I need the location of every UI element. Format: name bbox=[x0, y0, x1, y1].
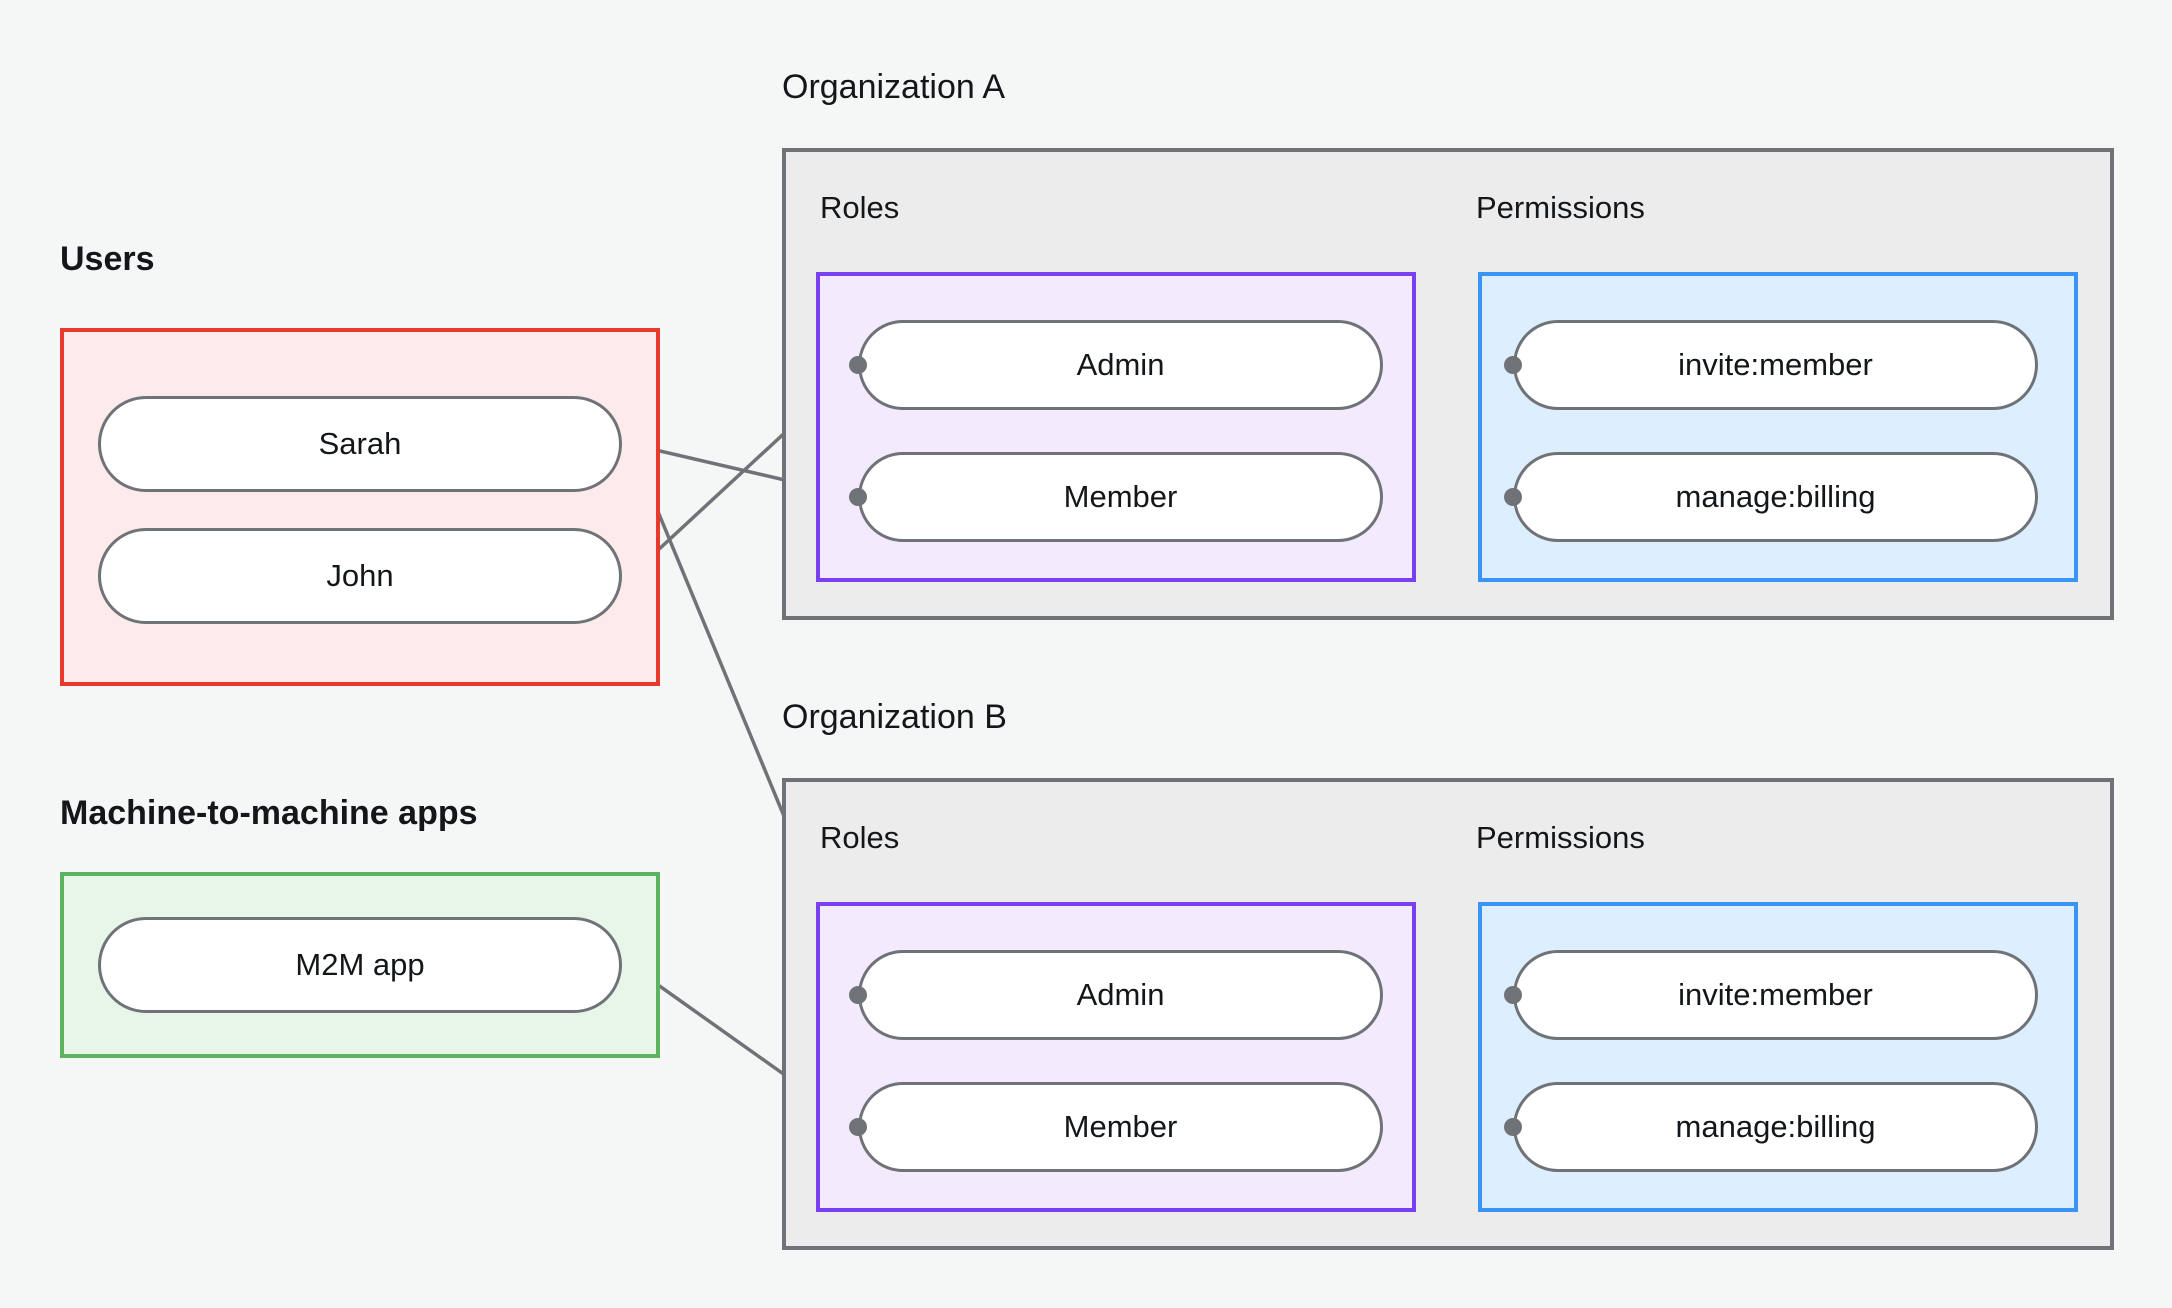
edge-dot-orgB-admin-in bbox=[849, 986, 867, 1004]
org-b-permission-manage-billing[interactable]: manage:billing bbox=[1513, 1082, 2038, 1172]
org-b-role-admin[interactable]: Admin bbox=[858, 950, 1383, 1040]
edge-dot-orgA-member-in bbox=[849, 488, 867, 506]
org-b-role-member[interactable]: Member bbox=[858, 1082, 1383, 1172]
org-a-permission-manage-billing[interactable]: manage:billing bbox=[1513, 452, 2038, 542]
user-node-john[interactable]: John bbox=[98, 528, 622, 624]
edge-dot-orgB-billing-in bbox=[1504, 1118, 1522, 1136]
edge-dot-orgB-member-in bbox=[849, 1118, 867, 1136]
edge-dot-orgA-billing-in bbox=[1504, 488, 1522, 506]
org-b-title: Organization B bbox=[782, 698, 1007, 736]
org-b-roles-title: Roles bbox=[820, 820, 900, 855]
org-a-permission-invite-member[interactable]: invite:member bbox=[1513, 320, 2038, 410]
org-b-permission-invite-member[interactable]: invite:member bbox=[1513, 950, 2038, 1040]
org-a-permissions-title: Permissions bbox=[1476, 190, 1645, 225]
org-a-role-admin[interactable]: Admin bbox=[858, 320, 1383, 410]
org-b-permissions-title: Permissions bbox=[1476, 820, 1645, 855]
users-group-box bbox=[60, 328, 660, 686]
org-a-role-member[interactable]: Member bbox=[858, 452, 1383, 542]
edge-dot-orgA-admin-in bbox=[849, 356, 867, 374]
users-group-title: Users bbox=[60, 240, 155, 278]
org-a-title: Organization A bbox=[782, 68, 1006, 106]
m2m-group-title: Machine-to-machine apps bbox=[60, 794, 478, 832]
m2m-node-app[interactable]: M2M app bbox=[98, 917, 622, 1013]
edge-dot-orgB-invite-in bbox=[1504, 986, 1522, 1004]
user-node-sarah[interactable]: Sarah bbox=[98, 396, 622, 492]
org-a-roles-title: Roles bbox=[820, 190, 900, 225]
edge-dot-orgA-invite-in bbox=[1504, 356, 1522, 374]
